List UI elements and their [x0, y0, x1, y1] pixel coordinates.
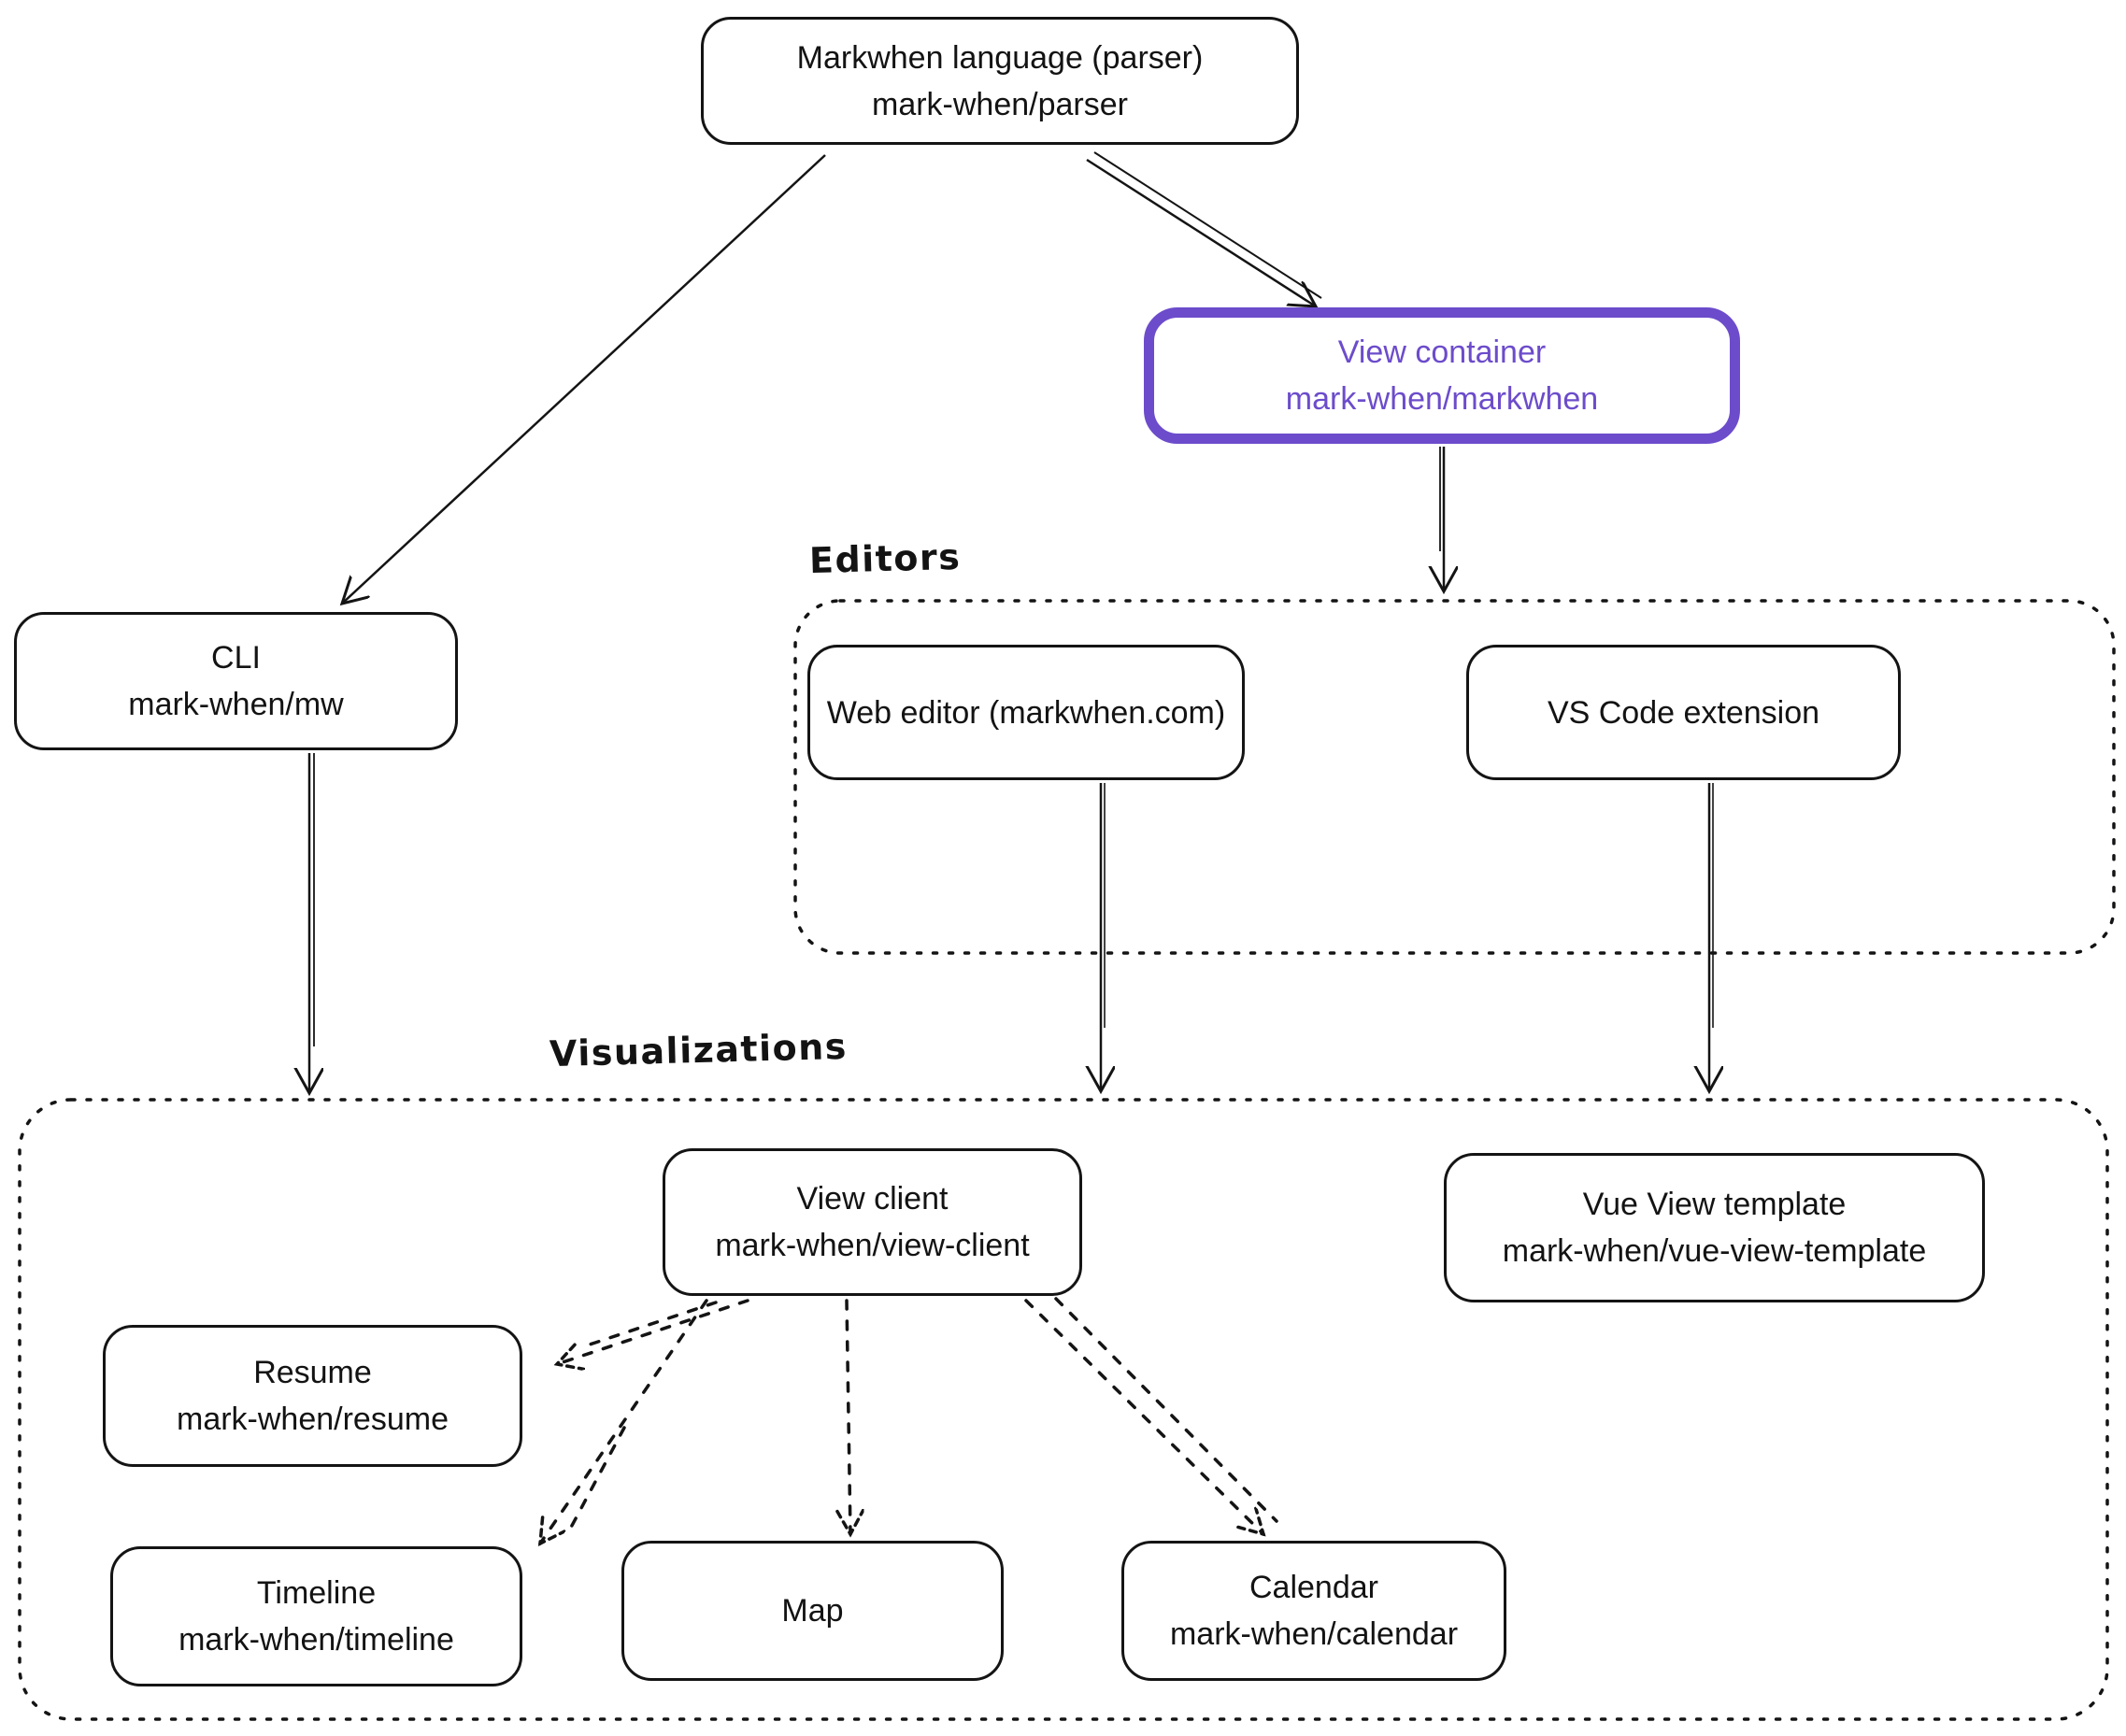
- node-web-editor-title: Web editor (markwhen.com): [826, 694, 1226, 731]
- node-vue-view-template-repo: mark-when/vue-view-template: [1502, 1233, 1927, 1269]
- node-cli-repo: mark-when/mw: [128, 687, 344, 722]
- edge-parser-cli: [342, 154, 826, 604]
- edge-view-client-resume: [557, 1299, 749, 1364]
- node-vue-view-template-title: Vue View template: [1582, 1187, 1847, 1222]
- node-resume-repo: mark-when/resume: [177, 1402, 449, 1437]
- editors-group-label: Editors: [808, 535, 962, 582]
- node-vscode-extension: VS Code extension: [1466, 645, 1901, 780]
- node-map: Map: [621, 1541, 1004, 1681]
- node-view-container-repo: mark-when/markwhen: [1285, 381, 1599, 417]
- edge-view-client-timeline: [540, 1299, 708, 1544]
- node-cli-title: CLI: [211, 640, 261, 676]
- node-parser: Markwhen language (parser) mark-when/par…: [701, 17, 1299, 145]
- node-resume: Resume mark-when/resume: [103, 1325, 522, 1467]
- node-vue-view-template: Vue View template mark-when/vue-view-tem…: [1444, 1153, 1985, 1302]
- node-timeline-title: Timeline: [256, 1575, 377, 1611]
- node-calendar-title: Calendar: [1249, 1570, 1378, 1605]
- node-map-title: Map: [781, 1593, 844, 1629]
- node-view-container-title: View container: [1337, 334, 1547, 370]
- edge-view-client-map: [847, 1299, 850, 1534]
- node-view-client-title: View client: [796, 1181, 949, 1217]
- node-timeline-repo: mark-when/timeline: [178, 1622, 454, 1658]
- edge-cli-visualizations: [309, 753, 314, 1093]
- visualizations-group-outline: [18, 1098, 2109, 1721]
- edge-vscode-visualizations: [1709, 783, 1713, 1091]
- node-view-client: View client mark-when/view-client: [663, 1148, 1082, 1296]
- node-view-client-repo: mark-when/view-client: [715, 1228, 1030, 1263]
- edge-view-container-editors: [1440, 447, 1444, 591]
- node-parser-title: Markwhen language (parser): [796, 39, 1204, 76]
- node-calendar: Calendar mark-when/calendar: [1121, 1541, 1506, 1681]
- node-cli: CLI mark-when/mw: [14, 612, 458, 750]
- editors-group-outline: [793, 599, 2116, 955]
- edge-parser-view-container: [1086, 151, 1322, 306]
- node-web-editor: Web editor (markwhen.com): [807, 645, 1245, 780]
- node-view-container: View container mark-when/markwhen: [1144, 307, 1740, 444]
- edge-view-client-calendar: [1024, 1297, 1277, 1534]
- node-timeline: Timeline mark-when/timeline: [110, 1546, 522, 1686]
- visualizations-group-label: Visualizations: [549, 1025, 849, 1075]
- edge-web-editor-visualizations: [1101, 783, 1105, 1091]
- node-resume-title: Resume: [253, 1355, 372, 1390]
- node-parser-repo: mark-when/parser: [872, 86, 1128, 122]
- node-calendar-repo: mark-when/calendar: [1169, 1616, 1459, 1652]
- node-vscode-extension-title: VS Code extension: [1547, 694, 1820, 731]
